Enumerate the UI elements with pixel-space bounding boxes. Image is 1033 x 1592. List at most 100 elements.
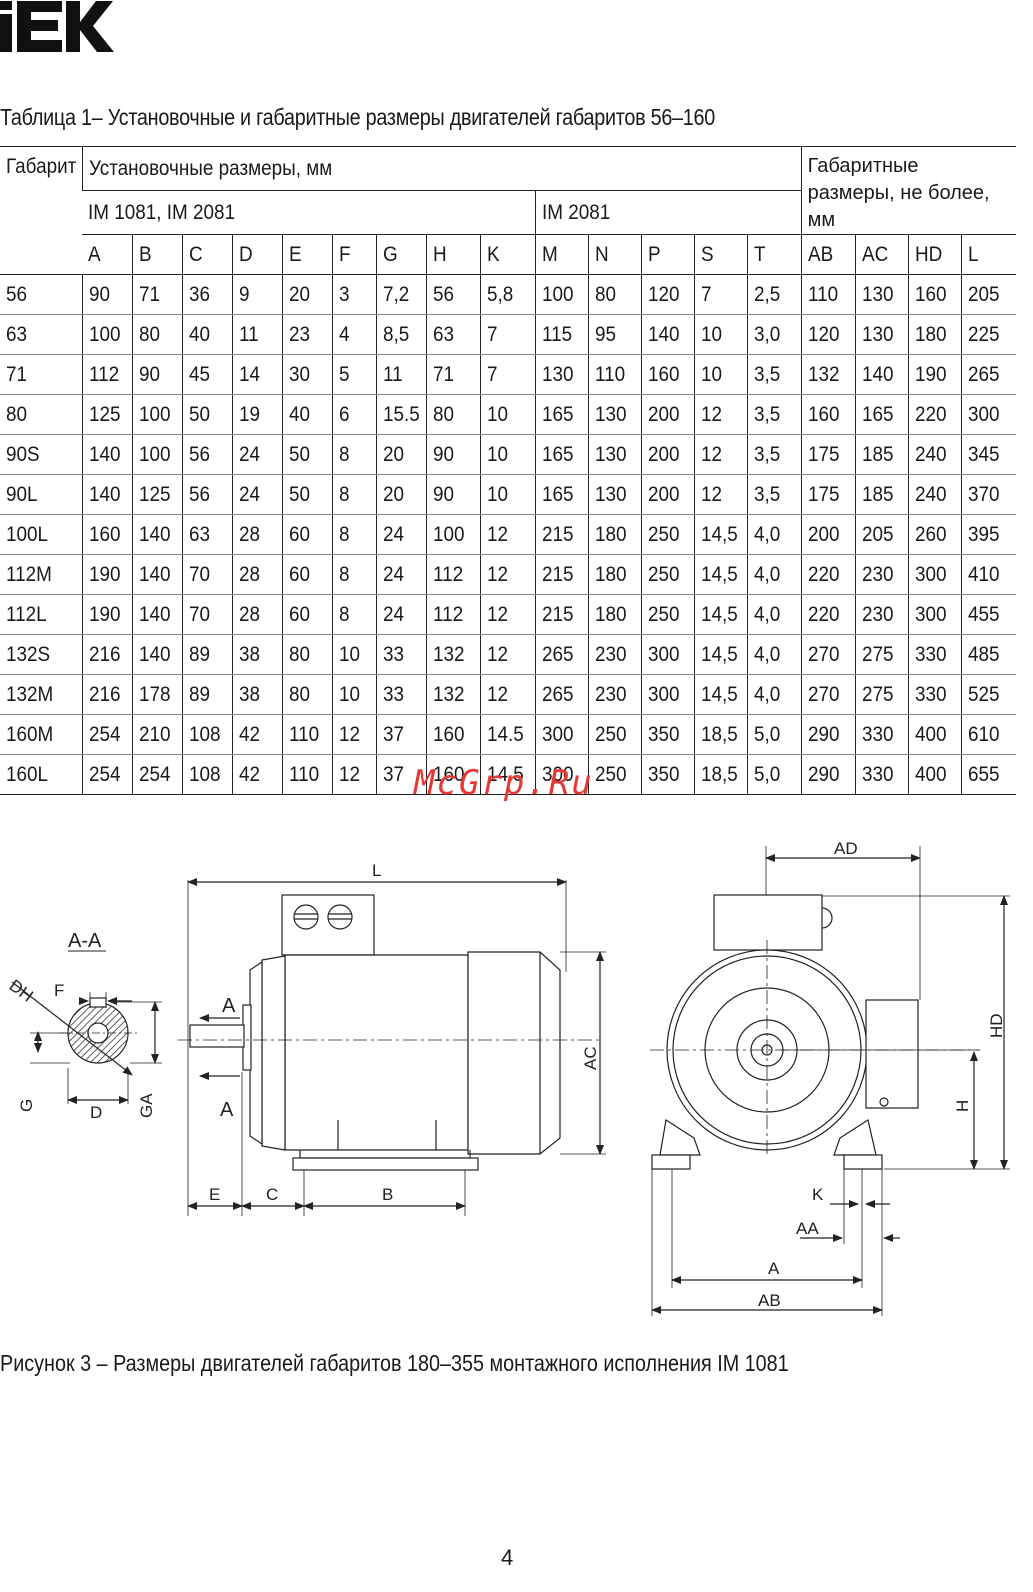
table-cell: 11 (231, 314, 282, 355)
table-cell: 132 (800, 354, 856, 395)
table-cell: 28 (231, 514, 282, 555)
table-cell: 19 (231, 394, 282, 435)
table-cell: 210 (131, 714, 182, 755)
table-cell: 80 (425, 394, 480, 435)
iek-logo (0, 1, 114, 52)
label-d: D (90, 1103, 102, 1122)
table-cell: 160 (425, 714, 480, 755)
row-size-cell: 63 (0, 314, 82, 355)
table-cell: 190 (907, 354, 962, 395)
table-cell: 10 (479, 434, 535, 475)
row-size-cell: 112L (0, 594, 82, 635)
table-cell: 90 (131, 354, 182, 395)
table-cell: 7 (479, 354, 535, 395)
table-cell: 5 (331, 354, 376, 395)
table-cell: 20 (375, 474, 426, 515)
column-header-n: N (587, 234, 641, 275)
table-cell: 28 (231, 594, 282, 635)
table-cell: 130 (587, 474, 641, 515)
table-cell: 230 (854, 554, 909, 595)
table-cell: 165 (534, 474, 588, 515)
table-cell: 254 (81, 754, 132, 795)
table-cell: 160 (425, 754, 480, 795)
row-size-cell: 71 (0, 354, 82, 395)
table-cell: 60 (281, 514, 332, 555)
table-cell: 200 (640, 474, 694, 515)
table-cell: 275 (854, 634, 909, 675)
table-cell: 140 (131, 594, 182, 635)
table-cell: 10 (479, 394, 535, 435)
table-cell: 216 (81, 674, 132, 715)
table-cell: 216 (81, 634, 132, 675)
column-header-ab: AB (800, 234, 856, 275)
table-cell: 8 (331, 434, 376, 475)
table-cell: 185 (854, 434, 909, 475)
table-cell: 24 (231, 434, 282, 475)
table-cell: 45 (181, 354, 232, 395)
column-header-g: G (375, 234, 426, 275)
table-cell: 80 (281, 634, 332, 675)
table-cell: 250 (640, 594, 694, 635)
row-size-cell: 100L (0, 514, 82, 555)
table-cell: 18,5 (693, 714, 747, 755)
table-cell: 12 (479, 634, 535, 675)
label-c: C (266, 1185, 278, 1204)
table-cell: 30 (281, 354, 332, 395)
table-cell: 265 (960, 354, 1017, 395)
table-cell: 50 (281, 474, 332, 515)
table-cell: 160 (81, 514, 132, 555)
label-hd: HD (987, 1013, 1006, 1038)
label-a-top: A (222, 995, 236, 1017)
table-cell: 300 (534, 714, 588, 755)
table-cell: 90 (81, 274, 132, 315)
table-cell: 71 (131, 274, 182, 315)
table-cell: 56 (425, 274, 480, 315)
table-cell: 56 (181, 434, 232, 475)
table-cell: 50 (281, 434, 332, 475)
table-cell: 71 (425, 354, 480, 395)
table-cell: 270 (800, 634, 856, 675)
table-cell: 33 (375, 674, 426, 715)
table-cell: 220 (907, 394, 962, 435)
table-cell: 4,0 (746, 634, 802, 675)
table-cell: 130 (587, 434, 641, 475)
label-ad: AD (834, 839, 858, 858)
table-cell: 160 (907, 274, 962, 315)
table-cell: 112 (81, 354, 132, 395)
label-f: F (54, 981, 64, 1000)
table-cell: 20 (375, 434, 426, 475)
table-cell: 300 (534, 754, 588, 795)
table-cell: 140 (81, 474, 132, 515)
table-cell: 220 (800, 594, 856, 635)
table-cell: 8,5 (375, 314, 426, 355)
table-cell: 240 (907, 434, 962, 475)
table-cell: 108 (181, 714, 232, 755)
table-cell: 110 (281, 714, 332, 755)
table-cell: 5,0 (746, 714, 802, 755)
table-cell: 12 (331, 714, 376, 755)
table-cell: 11 (375, 354, 426, 395)
column-header-a: A (82, 234, 132, 275)
table-cell: 112 (425, 594, 480, 635)
table-cell: 89 (181, 674, 232, 715)
table-cell: 100 (534, 274, 588, 315)
table-cell: 42 (231, 714, 282, 755)
table-cell: 14,5 (693, 514, 747, 555)
table-cell: 6 (331, 394, 376, 435)
label-aa: AA (796, 1219, 819, 1238)
table-cell: 455 (960, 594, 1017, 635)
column-header-hd: HD (907, 234, 962, 275)
table-cell: 350 (640, 754, 694, 795)
table-cell: 610 (960, 714, 1017, 755)
row-size-cell: 90S (0, 434, 82, 475)
table-cell: 250 (640, 554, 694, 595)
label-k: K (812, 1185, 824, 1204)
front-view (650, 846, 1010, 1316)
table-cell: 190 (81, 554, 132, 595)
table-cell: 20 (281, 274, 332, 315)
table-cell: 265 (534, 634, 588, 675)
table-cell: 12 (693, 394, 747, 435)
table-cell: 254 (81, 714, 132, 755)
